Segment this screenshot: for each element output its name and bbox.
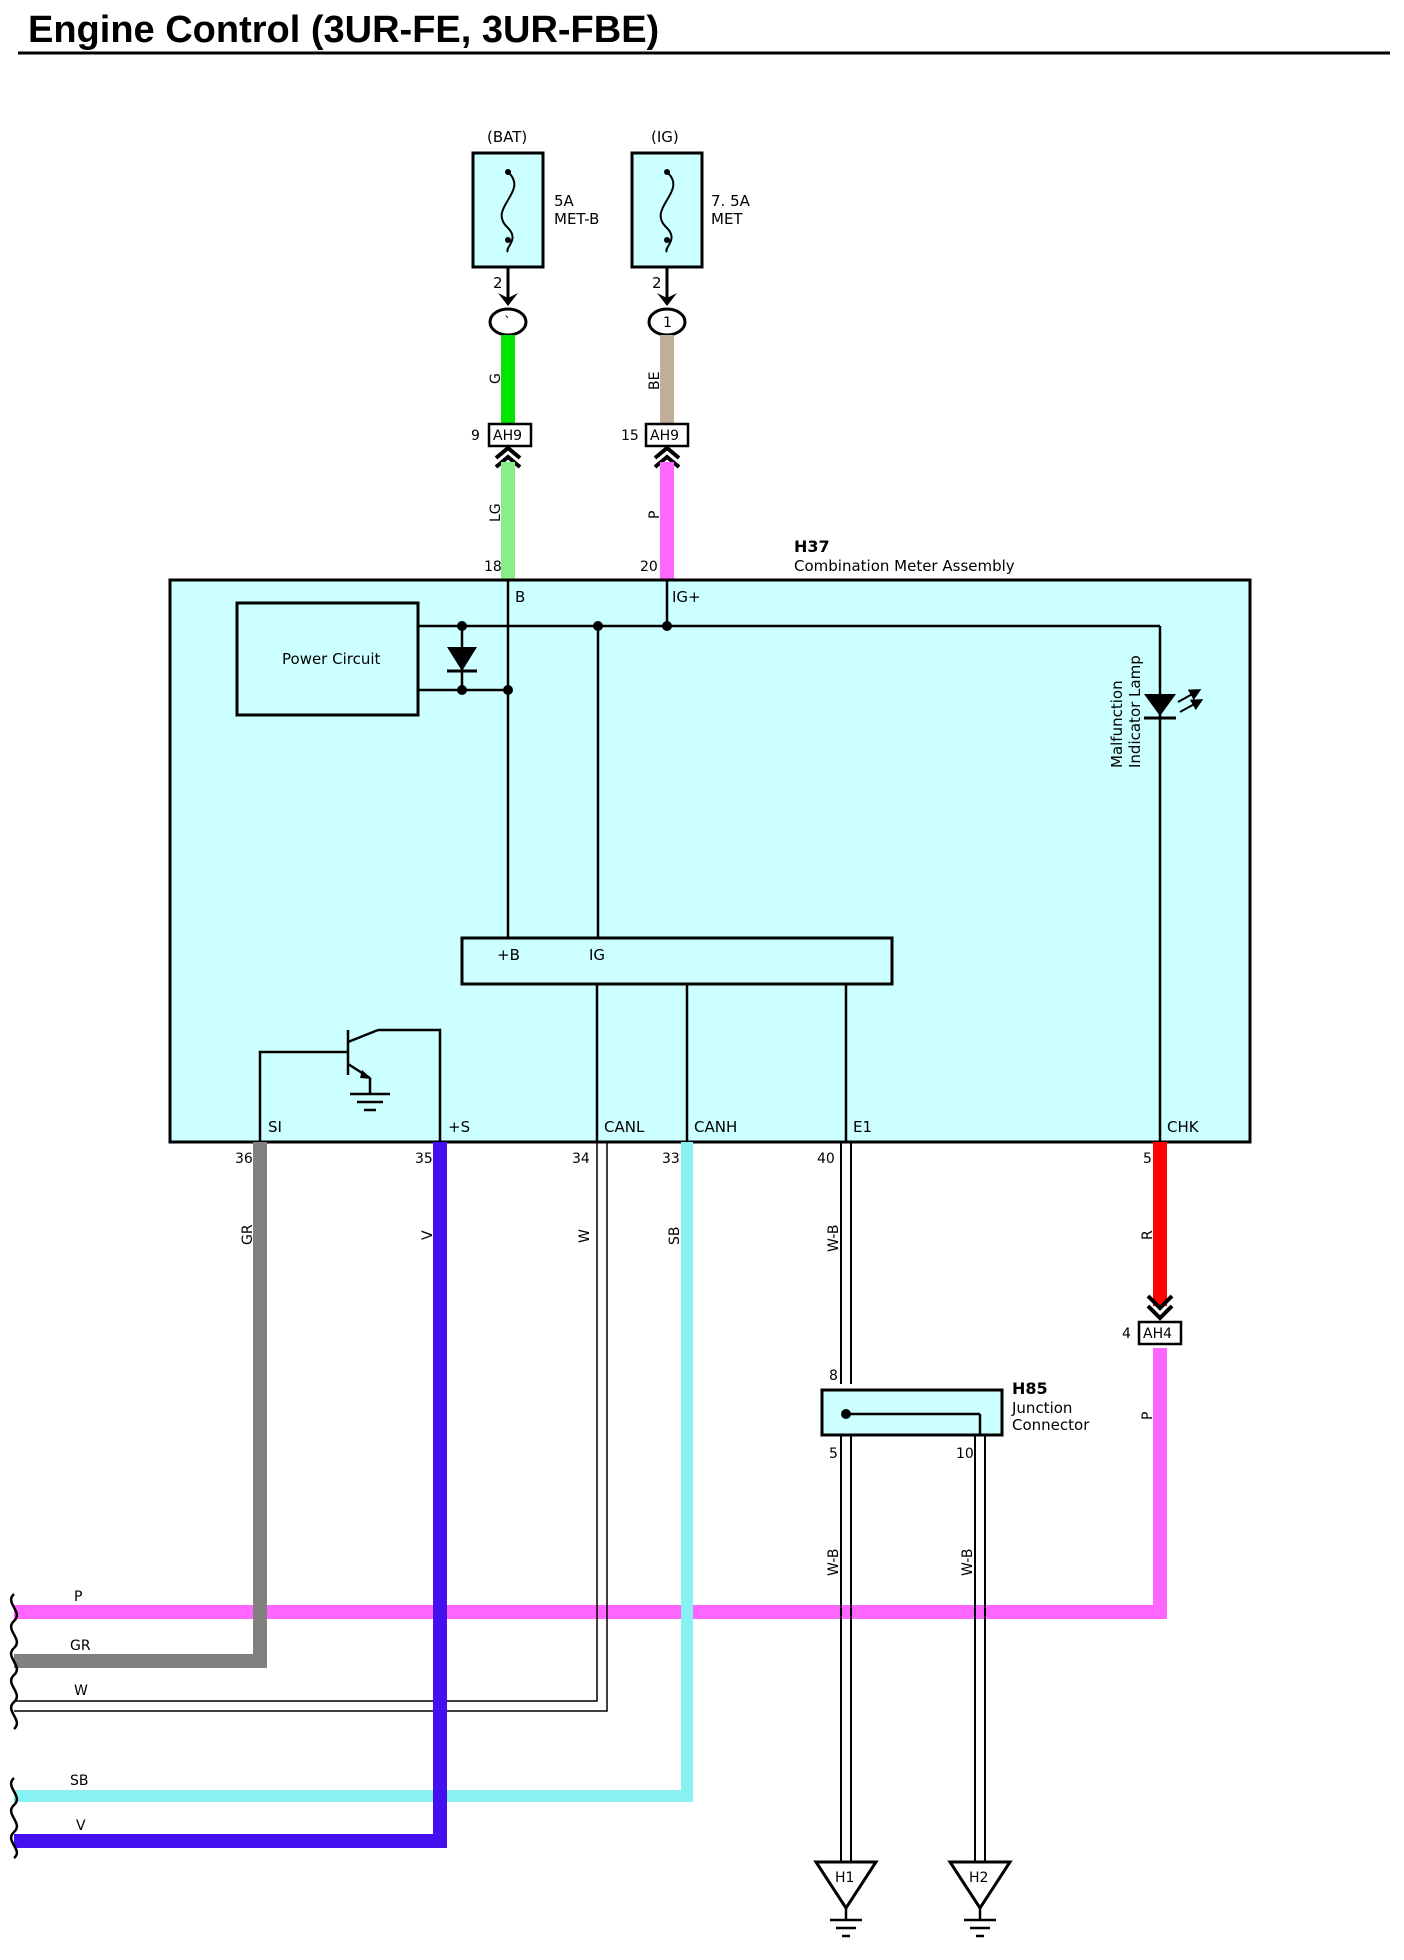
wire-w-b-h1 [840,1435,852,1862]
svg-text:CHK: CHK [1167,1118,1200,1136]
svg-text:+B: +B [497,946,520,964]
svg-text:34: 34 [572,1151,590,1167]
wire-sb [14,1142,693,1802]
wire-w-b-e1 [840,1142,852,1384]
wire-gr [14,1142,267,1668]
wire-v [14,1142,447,1848]
svg-text:W-B: W-B [960,1549,976,1576]
fuse-met: (IG) 7. 5A MET 2 1 [630,128,751,337]
svg-text:R: R [1140,1230,1156,1240]
diode-icon [447,647,477,673]
svg-text:B: B [515,588,525,606]
junction-connector-h85: 8 H85 Junction Connector 5 10 [820,1368,1090,1462]
meter-id: H37 [794,537,830,556]
svg-text:(BAT): (BAT) [487,128,527,146]
wire-break-marks [9,1593,19,1859]
svg-text:CANL: CANL [604,1118,645,1136]
svg-text:LG: LG [488,503,504,522]
svg-text:15: 15 [621,428,639,444]
wire-p-bus [14,1348,1167,1619]
svg-text:35: 35 [415,1151,433,1167]
connector-ah4: 4 AH4 [1122,1294,1183,1346]
ground-h1-icon: H1 [813,1860,879,1938]
svg-text:2: 2 [652,274,662,292]
svg-text:W-B: W-B [826,1549,842,1576]
connector-ah9-left: 9 AH9 [471,422,533,469]
ground-h2-icon: H2 [947,1860,1013,1938]
bus-label-sb: SB [70,1773,89,1789]
svg-text:SI: SI [268,1118,282,1136]
svg-text:Connector: Connector [1012,1416,1090,1434]
svg-text:CANH: CANH [694,1118,737,1136]
meter-ic-block [460,936,894,986]
bus-label-gr: GR [70,1638,91,1654]
svg-text:+S: +S [448,1118,470,1136]
svg-text:V: V [420,1230,436,1240]
svg-text:H1: H1 [835,1870,854,1886]
svg-text:Indicator Lamp: Indicator Lamp [1126,655,1144,768]
svg-text:5: 5 [1143,1151,1152,1167]
svg-text:IG: IG [589,946,605,964]
svg-text:4: 4 [1122,1326,1131,1342]
svg-text:8: 8 [829,1368,838,1384]
svg-text:E1: E1 [853,1118,872,1136]
svg-text:H85: H85 [1012,1379,1048,1398]
svg-text:P: P [647,511,663,519]
svg-text:W: W [577,1229,593,1243]
svg-text:AH4: AH4 [1143,1326,1172,1342]
fuse-met-b: (BAT) 5A MET-B 2 ` [471,128,599,337]
svg-text:W-B: W-B [826,1225,842,1252]
bus-label-p: P [74,1589,82,1605]
svg-text:7. 5A: 7. 5A [711,192,751,210]
svg-text:Malfunction: Malfunction [1108,680,1126,768]
svg-text:10: 10 [956,1446,974,1462]
svg-text:18: 18 [484,559,502,575]
svg-text:20: 20 [640,559,658,575]
svg-text:2: 2 [493,274,503,292]
bus-label-w: W [74,1683,88,1699]
svg-text:5A: 5A [554,192,575,210]
power-circuit [235,601,420,717]
svg-text:Power Circuit: Power Circuit [282,650,381,668]
transistor-icon [346,1028,390,1112]
svg-text:GR: GR [240,1224,256,1245]
svg-text:MET: MET [711,210,743,228]
svg-text:5: 5 [829,1446,838,1462]
svg-text:40: 40 [817,1151,835,1167]
svg-text:`: ` [504,315,511,331]
svg-text:33: 33 [662,1151,680,1167]
svg-text:MET-B: MET-B [554,210,599,228]
svg-text:1: 1 [663,315,672,331]
svg-text:G: G [488,373,504,384]
svg-text:36: 36 [235,1151,253,1167]
bus-label-v: V [76,1818,86,1834]
svg-text:SB: SB [667,1227,683,1246]
svg-text:P: P [1140,1412,1156,1420]
wire-w [14,1142,608,1712]
svg-text:IG+: IG+ [672,588,701,606]
svg-text:9: 9 [471,428,480,444]
svg-text:H2: H2 [969,1870,988,1886]
svg-text:(IG): (IG) [651,128,679,146]
svg-text:AH9: AH9 [493,428,522,444]
wire-w-b-h2 [974,1435,986,1862]
svg-text:BE: BE [647,372,663,390]
svg-text:Junction: Junction [1011,1399,1072,1417]
malfunction-indicator-lamp-icon [1144,689,1204,720]
svg-text:AH9: AH9 [650,428,679,444]
page-title: Engine Control (3UR-FE, 3UR-FBE) [28,9,659,51]
meter-name: Combination Meter Assembly [794,557,1015,575]
connector-ah9-right: 15 AH9 [621,422,690,469]
